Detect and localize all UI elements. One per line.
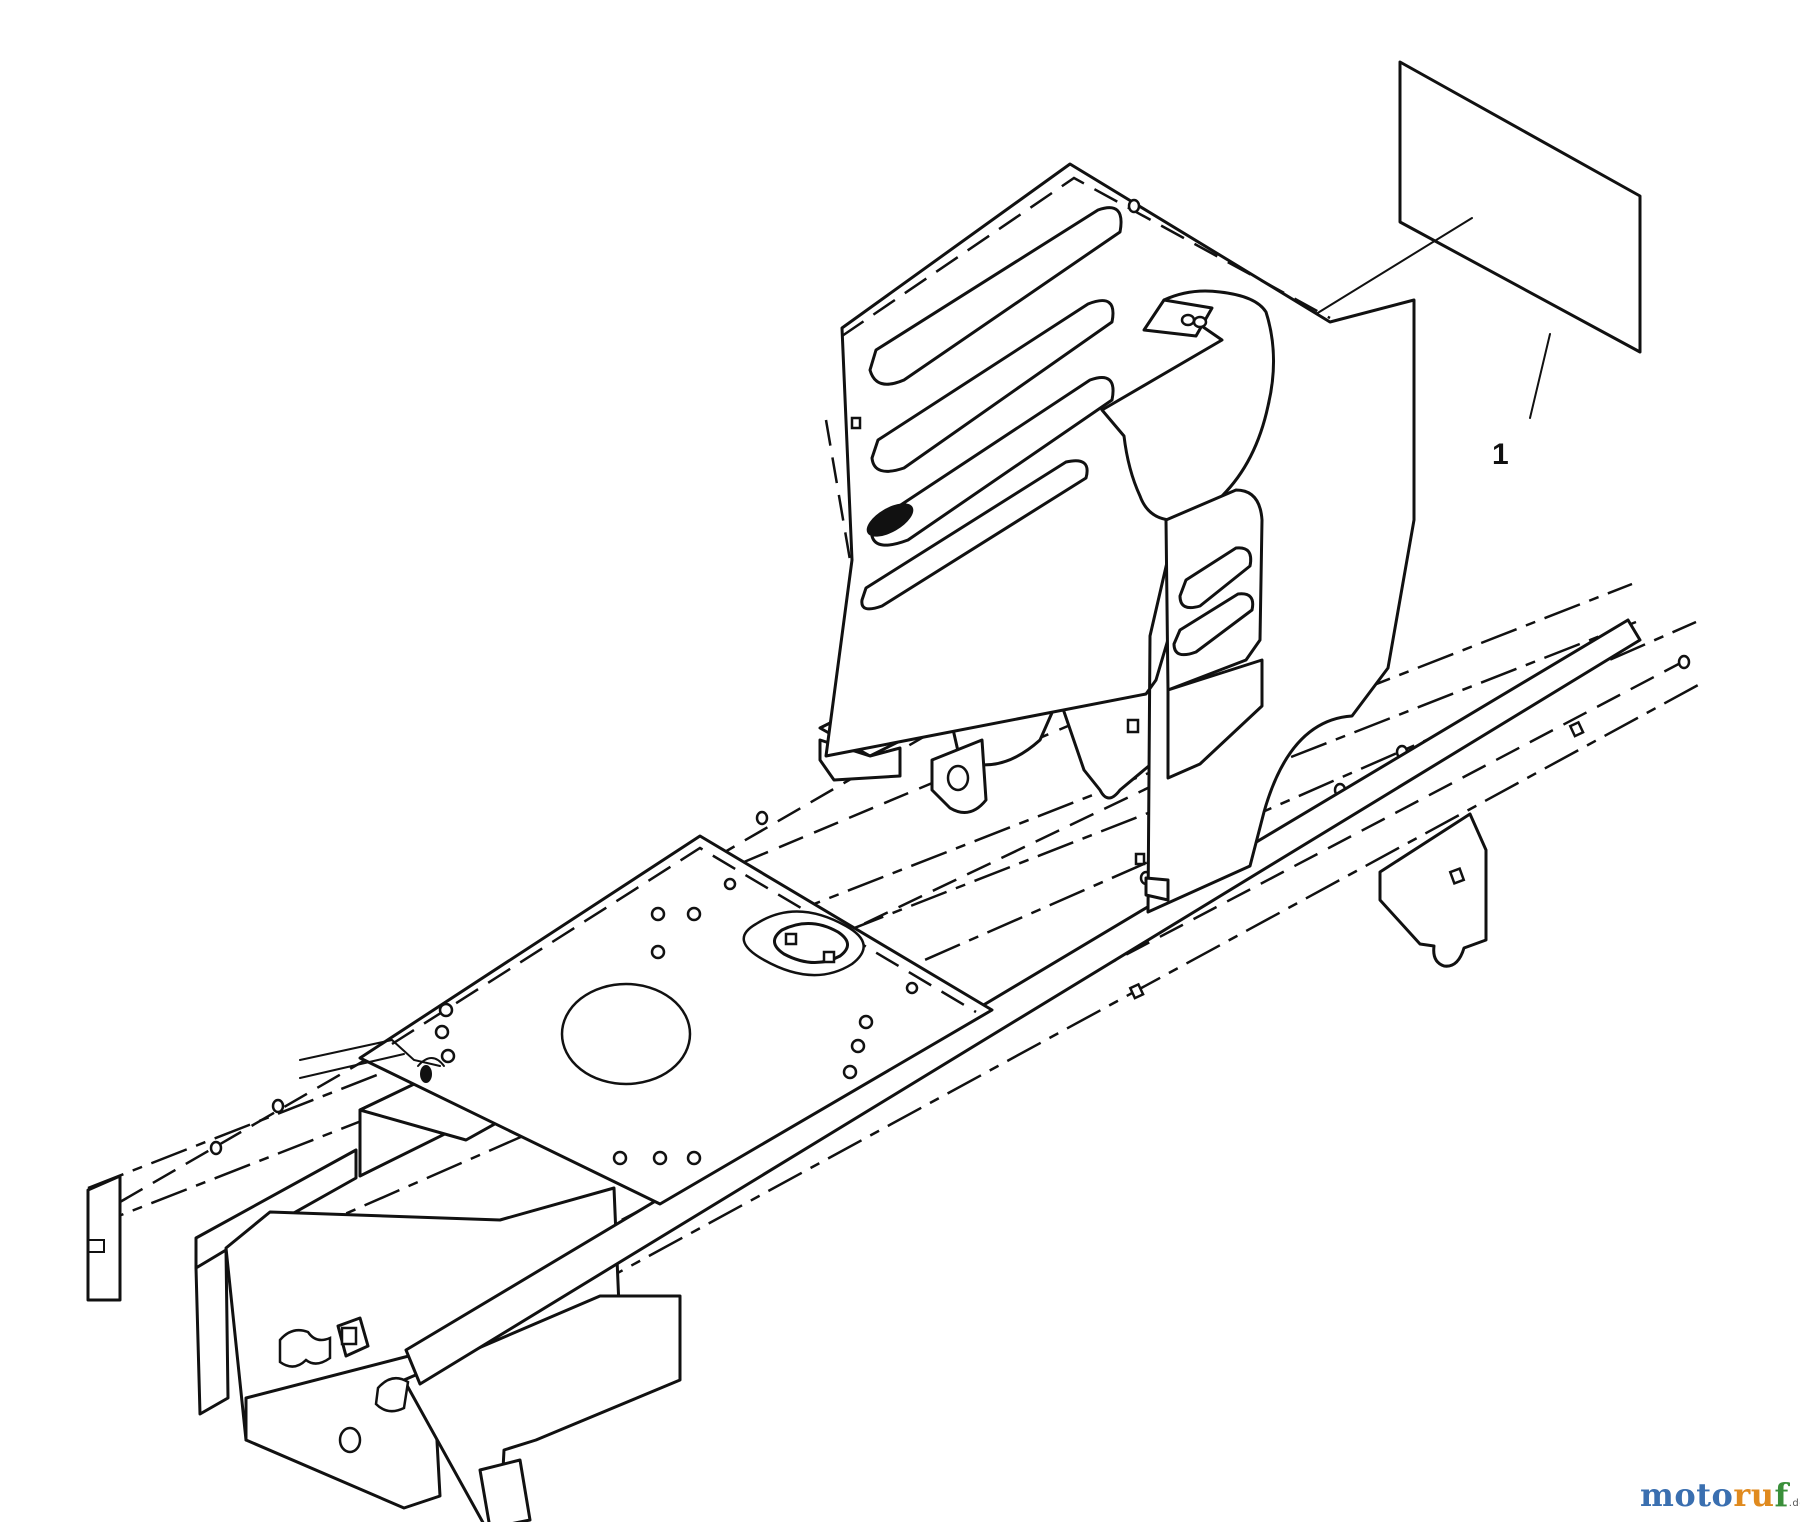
callout-label-1: 1	[1492, 438, 1509, 471]
rear-right-bracket	[1378, 812, 1488, 968]
logo-text-part3: f	[1774, 1476, 1789, 1514]
wire-clip	[299, 1038, 445, 1083]
logo-text-part2: ru	[1733, 1476, 1775, 1514]
logo-text-suffix: .de	[1788, 1498, 1800, 1509]
motoruf-logo: motoruf.de	[1640, 1476, 1800, 1514]
mounting-plate	[358, 834, 994, 1206]
seat	[824, 162, 1416, 914]
logo-text-part1: moto	[1640, 1476, 1734, 1514]
callout-leader-1	[1529, 333, 1551, 419]
